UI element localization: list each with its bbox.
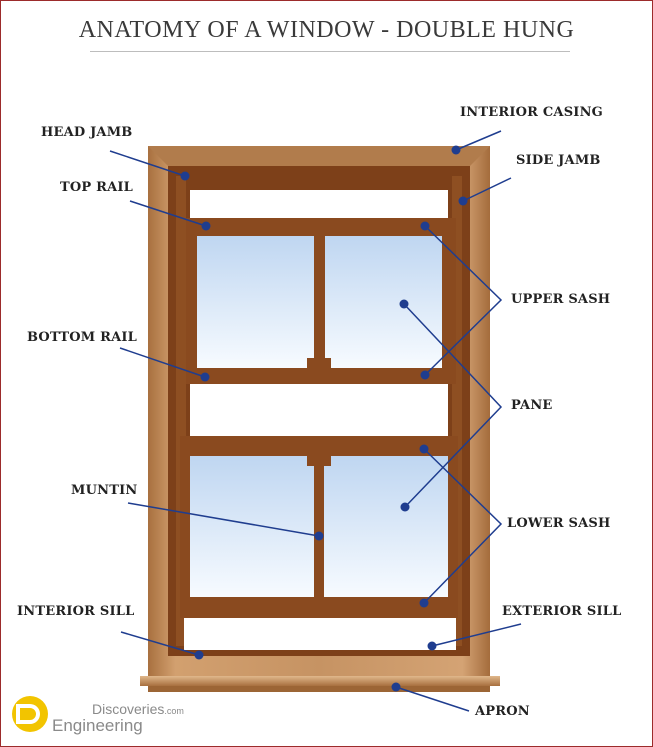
lower-pane-left <box>190 456 314 597</box>
leader-apron <box>395 686 470 712</box>
label-interior-casing: INTERIOR CASING <box>460 105 603 120</box>
dot-head-jamb <box>180 171 190 181</box>
leader-interior-casing <box>455 130 502 151</box>
logo-text-engineering: Engineering <box>52 716 143 735</box>
dot-upper-sash-bottom <box>420 370 430 380</box>
casing-head-bevel <box>148 146 490 166</box>
label-side-jamb: SIDE JAMB <box>516 153 601 168</box>
title-underline <box>90 51 570 52</box>
dot-pane-upper <box>399 299 409 309</box>
dot-interior-sill <box>194 650 204 660</box>
diagram-title: ANATOMY OF A WINDOW - DOUBLE HUNG <box>78 17 575 43</box>
bottom-opening <box>184 618 456 650</box>
upper-pane-right <box>325 236 442 368</box>
label-upper-sash: UPPER SASH <box>511 292 611 307</box>
dot-bottom-rail <box>200 372 210 382</box>
apron-board <box>148 686 490 692</box>
dot-pane-lower <box>400 502 410 512</box>
label-head-jamb: HEAD JAMB <box>41 125 133 140</box>
lower-pane-right <box>324 456 448 597</box>
leader-exterior-sill <box>431 623 522 647</box>
label-exterior-sill: EXTERIOR SILL <box>502 604 622 619</box>
label-top-rail: TOP RAIL <box>60 180 134 195</box>
upper-pane-left <box>197 236 314 368</box>
dot-upper-sash-top <box>420 221 430 231</box>
side-jamb-right <box>452 176 462 646</box>
interior-sill-board <box>140 676 500 686</box>
label-muntin: MUNTIN <box>71 483 138 498</box>
leader-bottom-rail <box>119 347 206 378</box>
logo-text-discoveries: Discoveries.com <box>92 701 184 717</box>
leader-muntin <box>127 502 320 537</box>
label-interior-sill: INTERIOR SILL <box>17 604 135 619</box>
dot-exterior-sill <box>427 641 437 651</box>
dot-interior-casing <box>451 145 461 155</box>
leader-top-rail <box>129 200 207 227</box>
dot-top-rail <box>201 221 211 231</box>
dot-muntin <box>314 531 324 541</box>
top-opening <box>190 190 448 218</box>
label-lower-sash: LOWER SASH <box>507 516 611 531</box>
label-apron: APRON <box>475 704 530 719</box>
dot-apron <box>391 682 401 692</box>
label-bottom-rail: BOTTOM RAIL <box>27 330 137 345</box>
leader-side-jamb <box>462 177 512 202</box>
dot-lower-sash-bottom <box>419 598 429 608</box>
label-pane: PANE <box>511 398 553 413</box>
middle-opening <box>190 384 448 436</box>
dot-side-jamb <box>458 196 468 206</box>
side-jamb-left <box>176 176 186 646</box>
lower-muntin-knob <box>307 452 331 466</box>
logo-mark <box>12 696 48 732</box>
leader-upper-sash <box>424 225 503 376</box>
dot-lower-sash-top <box>419 444 429 454</box>
leader-interior-sill <box>120 631 200 656</box>
leader-lower-sash <box>423 448 503 604</box>
leader-pane <box>403 303 503 508</box>
leader-head-jamb <box>109 150 186 177</box>
upper-muntin-knob <box>307 358 331 372</box>
